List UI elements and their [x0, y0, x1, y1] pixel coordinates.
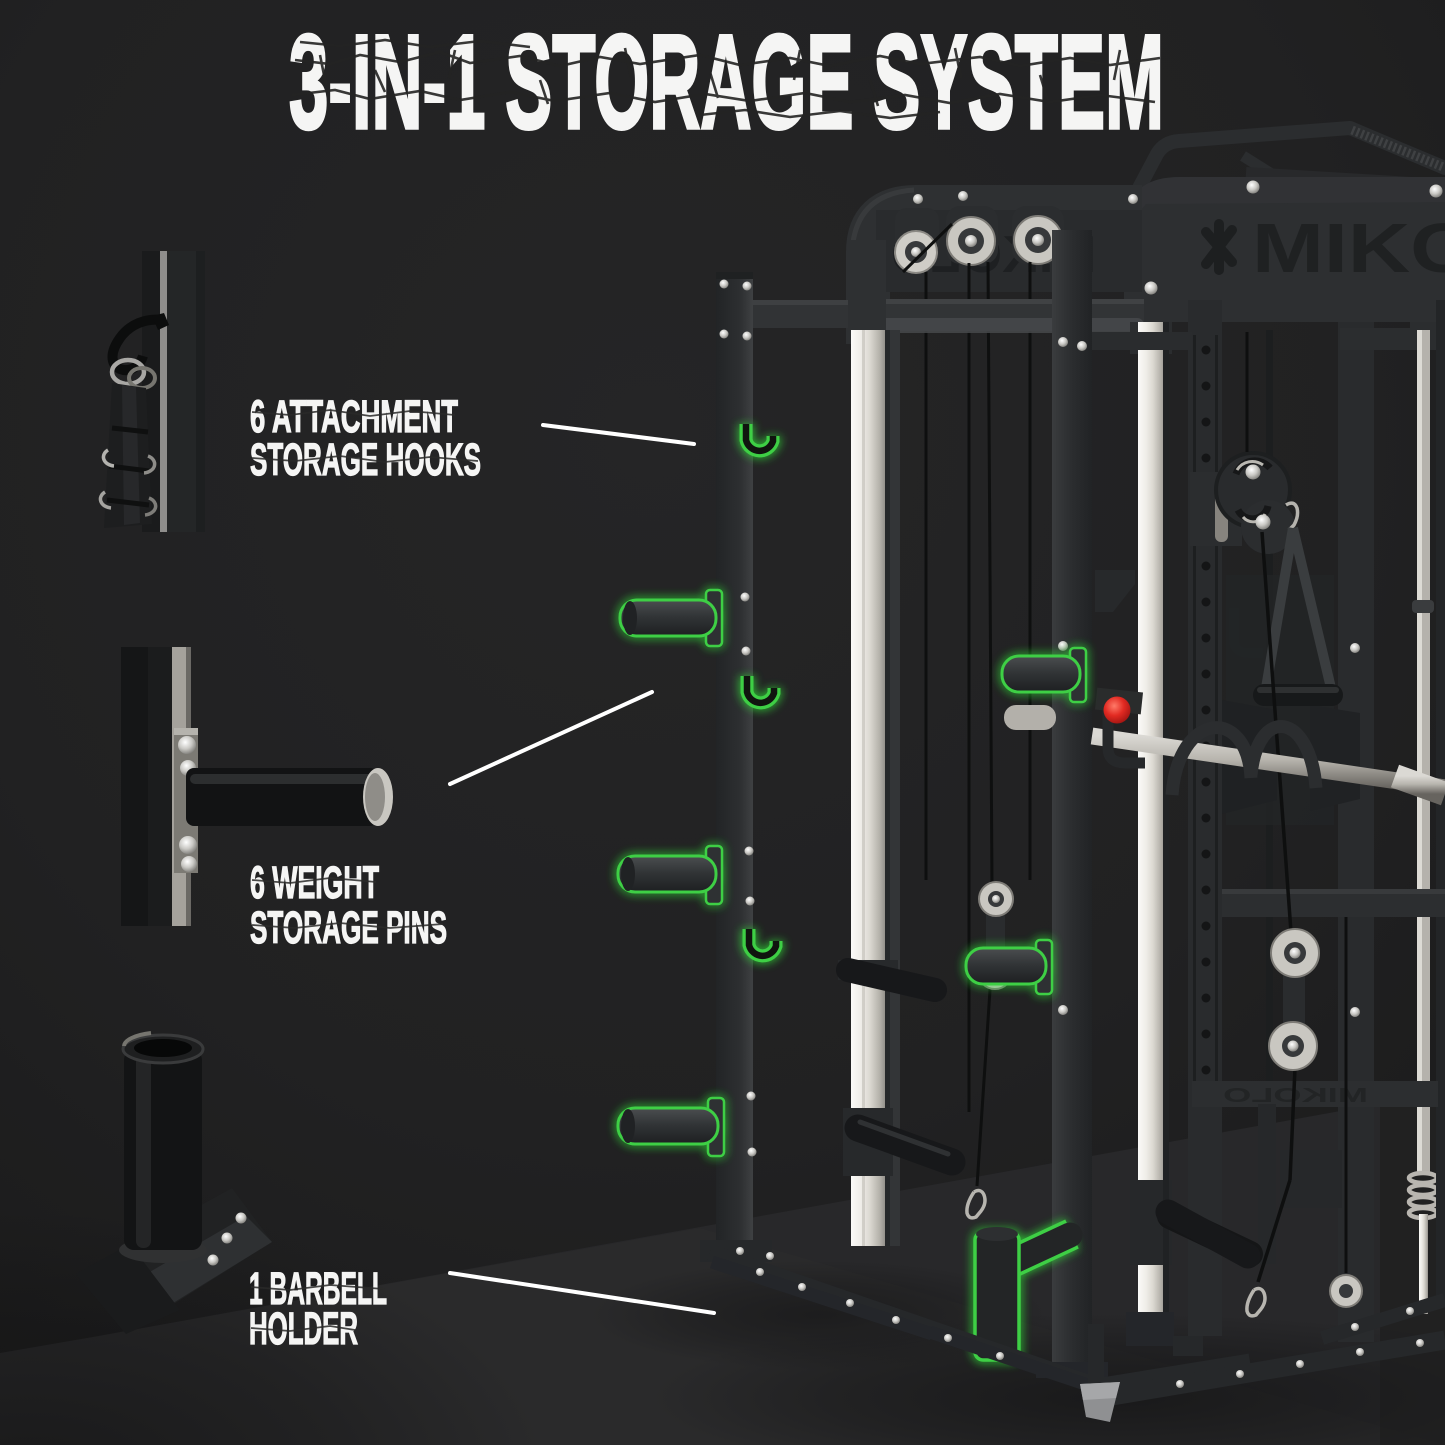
- svg-text:6 WEIGHT: 6 WEIGHT: [250, 857, 379, 908]
- svg-text:6 ATTACHMENT: 6 ATTACHMENT: [250, 391, 458, 442]
- svg-text:STORAGE HOOKS: STORAGE HOOKS: [250, 434, 481, 485]
- svg-text:3-IN-1 STORAGE SYSTEM: 3-IN-1 STORAGE SYSTEM: [289, 8, 1164, 157]
- svg-text:MIKOLO: MIKOLO: [1252, 209, 1445, 287]
